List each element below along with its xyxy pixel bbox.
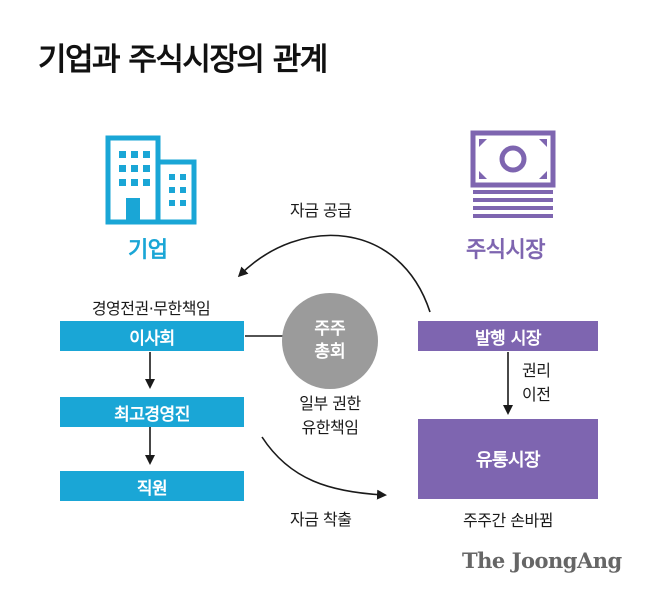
circle-line-1: 주주 [314,319,346,339]
company-heading: 기업 [128,238,168,263]
building-icon [105,135,197,225]
shareholder-trading-label: 주주간 손바뀜 [463,511,553,530]
shareholder-rights-line-1: 일부 권한 [299,394,361,413]
secondary-market-box: 유통시장 [418,419,598,499]
funding-drain-label: 자금 착출 [290,510,352,529]
joongang-logo: The JoongAng [462,548,622,573]
shareholder-rights-line-2: 유한책임 [301,418,359,437]
stock-market-heading: 주식시장 [466,238,545,263]
rights-transfer-label: 권리 이전 [522,359,551,407]
money-stack-icon [470,130,556,218]
shareholders-meeting-circle: 주주 총회 [282,293,378,389]
staff-box: 직원 [60,471,244,501]
executives-box: 최고경영진 [60,397,244,427]
circle-line-2: 총회 [314,342,346,362]
rights-transfer-line-1: 권리 [522,361,551,380]
board-authority-label: 경영전권·무한책임 [91,299,211,318]
rights-transfer-line-2: 이전 [522,385,551,404]
board-box: 이사회 [60,321,244,351]
primary-market-box: 발행 시장 [418,321,598,351]
page-title: 기업과 주식시장의 관계 [38,42,328,78]
funding-supply-label: 자금 공급 [290,201,352,220]
funding-supply-arrow [237,234,431,313]
shareholder-rights-label: 일부 권한 유한책임 [270,392,390,440]
funding-drain-arrow [261,436,387,500]
